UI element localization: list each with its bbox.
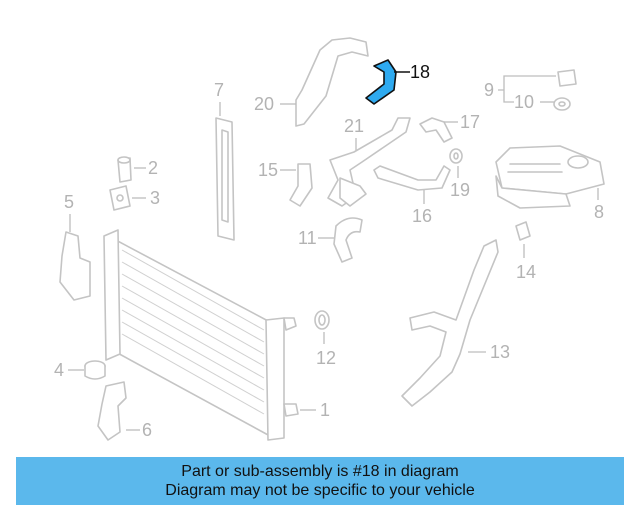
callout-8: 8 <box>594 202 604 222</box>
sleeve-part-2 <box>117 156 132 183</box>
clamp-part-12 <box>314 310 330 330</box>
callout-17: 17 <box>460 112 480 132</box>
callout-2: 2 <box>148 158 158 178</box>
callout-9: 9 <box>484 80 494 100</box>
bracket-part-6 <box>97 381 127 441</box>
coolant-reservoir-part-8 <box>495 145 605 209</box>
lower-hose-part-13 <box>401 239 499 407</box>
info-banner: Part or sub-assembly is #18 in diagram D… <box>16 457 624 505</box>
callout-18: 18 <box>410 62 430 82</box>
parts-diagram: 1 2 3 4 5 6 7 8 9 10 <box>54 37 605 441</box>
cap-part-9 <box>557 69 577 87</box>
hose-part-18-highlighted[interactable] <box>365 59 397 105</box>
mount-part-3 <box>109 185 131 211</box>
callout-15: 15 <box>258 160 278 180</box>
callout-13: 13 <box>490 342 510 362</box>
callout-10: 10 <box>514 92 534 112</box>
callout-3: 3 <box>150 188 160 208</box>
banner-line-1: Part or sub-assembly is #18 in diagram <box>181 463 459 480</box>
banner-line-2: Diagram may not be specific to your vehi… <box>165 482 475 499</box>
callout-6: 6 <box>142 420 152 440</box>
hose-part-11 <box>333 217 363 263</box>
callout-5: 5 <box>64 192 74 212</box>
bushing-part-4 <box>84 360 106 380</box>
bracket-part-5 <box>59 231 91 301</box>
callout-1: 1 <box>320 400 330 420</box>
callout-21: 21 <box>344 116 364 136</box>
hose-part-16 <box>373 165 451 191</box>
callout-14: 14 <box>516 262 536 282</box>
callout-11: 11 <box>298 228 317 248</box>
radiator <box>103 229 299 441</box>
pipe-part-20 <box>295 37 369 127</box>
callout-16: 16 <box>412 206 432 226</box>
seal-ring-part-10 <box>553 97 571 111</box>
callout-7: 7 <box>214 80 224 100</box>
callout-12: 12 <box>316 348 336 368</box>
clamp-part-19 <box>449 148 463 164</box>
callout-19: 19 <box>450 180 470 200</box>
callout-20: 20 <box>254 94 274 114</box>
clamp-part-14 <box>515 221 531 241</box>
hose-part-17 <box>419 117 453 143</box>
hose-part-15 <box>289 163 313 207</box>
callout-4: 4 <box>54 360 64 380</box>
